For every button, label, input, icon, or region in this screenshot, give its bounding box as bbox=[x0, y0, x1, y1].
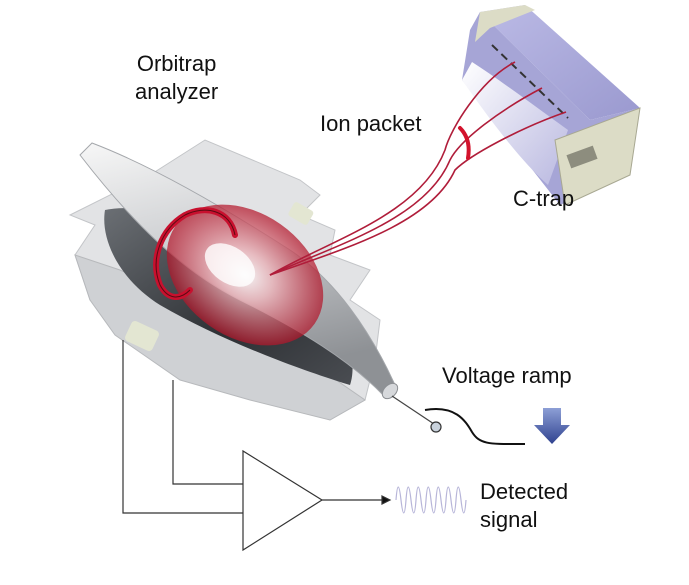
wire-outer bbox=[122, 340, 243, 514]
lead-terminal bbox=[430, 421, 442, 433]
c-trap-top-rim bbox=[475, 5, 535, 42]
amplifier bbox=[242, 449, 324, 552]
output-arrowhead-icon bbox=[381, 495, 392, 505]
ion-packet-label: Ion packet bbox=[320, 111, 422, 136]
c-trap bbox=[462, 5, 641, 206]
detected-signal-label-line2: signal bbox=[480, 507, 538, 532]
orbitrap-label-line2: analyzer bbox=[135, 79, 219, 104]
ion-path-1 bbox=[269, 61, 516, 276]
electrode-lead bbox=[391, 395, 435, 425]
c-trap-top bbox=[480, 5, 640, 120]
orbitrap-label: Orbitrap analyzer bbox=[135, 50, 218, 106]
ion-path-3 bbox=[269, 111, 567, 276]
insulator-ring-bottom bbox=[125, 321, 159, 351]
voltage-ramp-curve bbox=[424, 408, 526, 446]
orbitrap-analyzer bbox=[68, 139, 399, 421]
ion-rotation-arc-outline bbox=[155, 209, 236, 298]
c-trap-inner-curve bbox=[462, 62, 568, 185]
voltage-ramp-label: Voltage ramp bbox=[442, 363, 572, 388]
orbitrap-label-line1: Orbitrap bbox=[136, 51, 217, 76]
voltage-down-arrow-icon bbox=[534, 408, 570, 444]
c-trap-end-plate bbox=[554, 107, 641, 206]
voltage-ramp bbox=[391, 395, 570, 446]
ion-trajectories bbox=[269, 61, 567, 276]
c-trap-slot bbox=[566, 145, 598, 169]
c-trap-label: C-trap bbox=[513, 186, 575, 211]
wire-inner bbox=[172, 380, 243, 485]
insulator-ring-top bbox=[288, 202, 314, 225]
ion-packet-marker bbox=[458, 126, 471, 160]
central-electrode-tip bbox=[381, 382, 399, 400]
detected-signal-label-line1: Detected bbox=[480, 479, 569, 504]
detection-circuit bbox=[122, 340, 392, 552]
ion-path-2 bbox=[269, 87, 543, 276]
detected-signal-waveform bbox=[395, 486, 467, 514]
c-trap-axis-dashes bbox=[491, 44, 569, 119]
detected-signal-label: Detected signal bbox=[480, 478, 568, 534]
ion-ring-highlight bbox=[204, 243, 256, 287]
